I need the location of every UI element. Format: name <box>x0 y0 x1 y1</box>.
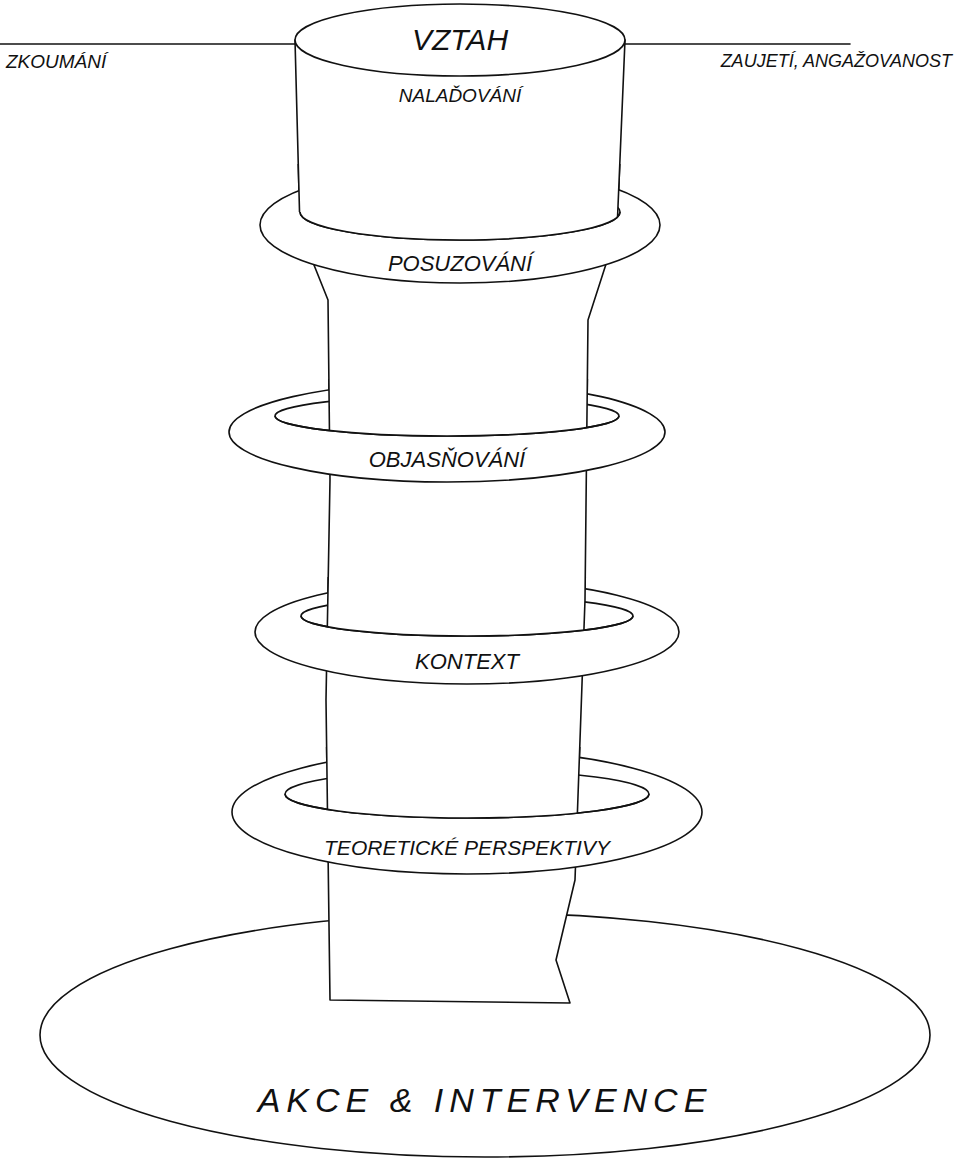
ring-band: OBJASŇOVÁNÍ <box>225 378 669 486</box>
ring-inner-front <box>285 794 649 818</box>
ring-inner-front <box>301 616 633 636</box>
column-shaft <box>295 40 625 1003</box>
text-holder: TEORETICKÉ PERSPEKTIVY <box>324 835 610 860</box>
column-top <box>295 4 625 76</box>
base-outline <box>40 913 930 1157</box>
column-shaft <box>295 40 625 1003</box>
node-label: OBJASŇOVÁNÍ <box>369 447 525 472</box>
text-holder: OBJASŇOVÁNÍ <box>369 447 525 473</box>
node-label: POSUZOVÁNÍ <box>388 251 532 276</box>
node-label: TEORETICKÉ PERSPEKTIVY <box>324 836 610 859</box>
side-label: ZAUJETÍ, ANGAŽOVANOST <box>721 51 952 71</box>
text-holder: ZAUJETÍ, ANGAŽOVANOST <box>721 51 952 73</box>
node-label: NALAĎOVÁNÍ <box>399 85 521 106</box>
ring-band: POSUZOVÁNÍ <box>256 163 664 287</box>
text-holder: ZKOUMÁNÍ <box>6 51 106 74</box>
column-shaft <box>295 40 625 1003</box>
ring-band: KONTEXT <box>251 576 683 688</box>
text-holder: NALAĎOVÁNÍ <box>399 85 521 108</box>
text-holder: KONTEXT <box>415 649 519 675</box>
ring-inner-front <box>300 212 620 240</box>
text-holder: AKCE & INTERVENCE <box>258 1080 713 1121</box>
ring-band: TEORETICKÉ PERSPEKTIVY <box>228 746 706 878</box>
column-shaft <box>295 40 625 1003</box>
node-label: AKCE & INTERVENCE <box>258 1081 713 1119</box>
text-holder: VZTAH <box>412 22 508 58</box>
text-holder: POSUZOVÁNÍ <box>388 251 532 277</box>
side-label: ZKOUMÁNÍ <box>6 51 106 72</box>
ring-inner-front <box>275 416 619 436</box>
node-label: VZTAH <box>412 23 508 56</box>
column-shaft <box>295 40 625 1003</box>
node-label: KONTEXT <box>415 649 519 674</box>
